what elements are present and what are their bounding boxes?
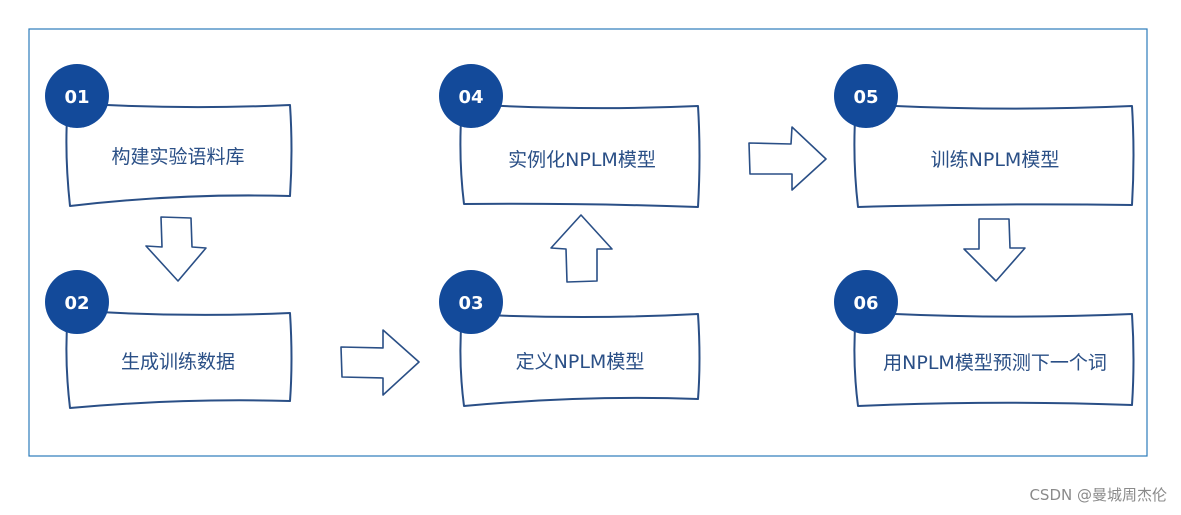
step-04: 实例化NPLM模型 04 bbox=[439, 64, 701, 208]
step-06-number: 06 bbox=[853, 293, 878, 314]
step-02-label: 生成训练数据 bbox=[121, 351, 235, 373]
step-03-number: 03 bbox=[458, 293, 483, 314]
step-05: 训练NPLM模型 05 bbox=[834, 64, 1135, 208]
step-04-card bbox=[459, 103, 701, 208]
step-01: 构建实验语料库 01 bbox=[45, 64, 293, 207]
arrow-down-icon bbox=[145, 216, 207, 282]
step-02: 生成训练数据 02 bbox=[45, 270, 293, 409]
step-04-badge bbox=[439, 64, 503, 128]
arrow-right-icon bbox=[748, 126, 827, 191]
step-02-badge bbox=[45, 270, 109, 334]
diagram-frame bbox=[28, 28, 1148, 457]
step-05-number: 05 bbox=[853, 87, 878, 108]
arrow-down-icon bbox=[963, 218, 1026, 282]
step-05-card bbox=[853, 103, 1135, 208]
watermark: CSDN @曼城周杰伦 bbox=[1029, 486, 1167, 504]
step-06-badge bbox=[834, 270, 898, 334]
step-02-card bbox=[65, 309, 293, 409]
arrow-up-icon bbox=[550, 214, 613, 283]
step-03-badge bbox=[439, 270, 503, 334]
step-01-badge bbox=[45, 64, 109, 128]
step-01-card bbox=[65, 102, 293, 207]
step-02-number: 02 bbox=[64, 293, 89, 314]
step-03-card bbox=[459, 313, 701, 407]
step-04-label: 实例化NPLM模型 bbox=[508, 149, 656, 171]
step-03-label: 定义NPLM模型 bbox=[516, 351, 645, 373]
step-06-card bbox=[853, 311, 1135, 407]
step-01-label: 构建实验语料库 bbox=[111, 146, 244, 168]
arrow-right-icon bbox=[340, 329, 420, 396]
step-05-badge bbox=[834, 64, 898, 128]
step-04-number: 04 bbox=[458, 87, 483, 108]
step-05-label: 训练NPLM模型 bbox=[931, 149, 1060, 171]
step-06: 用NPLM模型预测下一个词 06 bbox=[834, 270, 1135, 407]
step-01-number: 01 bbox=[64, 87, 89, 108]
step-03: 定义NPLM模型 03 bbox=[439, 270, 701, 407]
step-06-label: 用NPLM模型预测下一个词 bbox=[883, 352, 1107, 374]
